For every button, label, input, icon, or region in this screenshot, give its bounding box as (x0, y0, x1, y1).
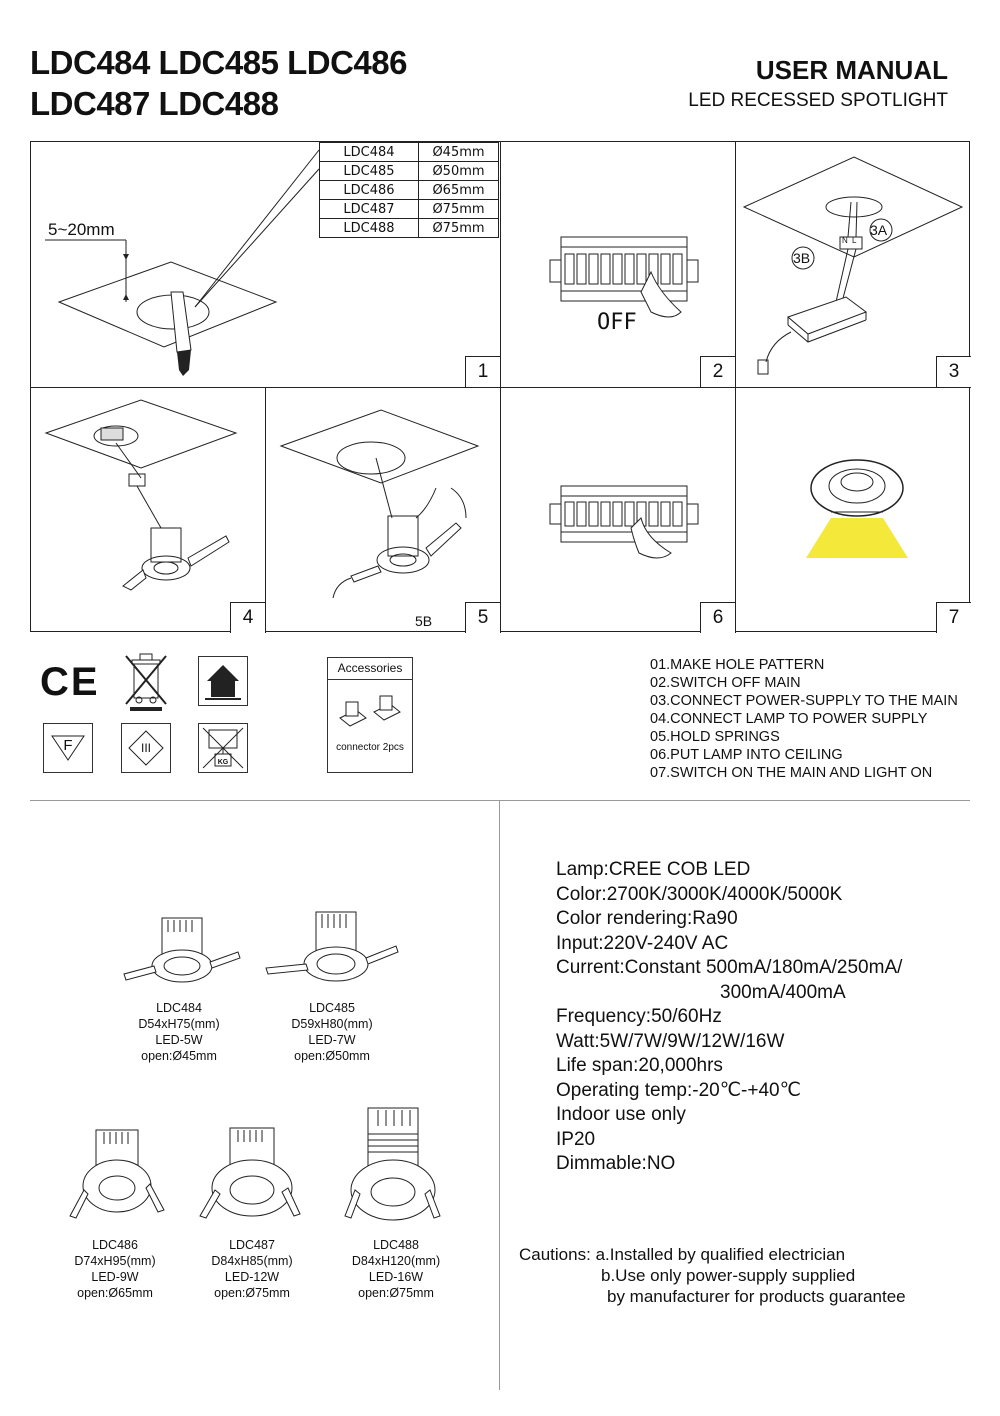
spec-current: Current:Constant 500mA/180mA/250mA/ (556, 957, 903, 978)
hole-cutting-illustration (45, 149, 320, 376)
spec-input: Input:220V-240V AC (556, 932, 729, 954)
power-supply-wiring-illustration (742, 156, 964, 375)
list-item: 01.MAKE HOLE PATTERN (650, 657, 825, 673)
spec-color: Color:2700K/3000K/4000K/5000K (556, 883, 843, 905)
panel-7-light-on: 7 (736, 388, 971, 633)
product-ldc484: LDC484 D54xH75(mm) LED-5W open:Ø45mm (138, 1001, 220, 1063)
panel-2-switch-off: OFF 2 (501, 142, 736, 388)
caution-a: a.Installed by qualified electrician (595, 1245, 846, 1264)
list-item: 04.CONNECT LAMP TO POWER SUPPLY (650, 711, 928, 727)
installation-steps-list: 01.MAKE HOLE PATTERN 02.SWITCH OFF MAIN … (650, 656, 958, 782)
lamp-drawings-bottom-row (69, 1107, 441, 1221)
list-item: 07.SWITCH ON THE MAIN AND LIGHT ON (650, 765, 933, 781)
spec-indoor: Indoor use only (556, 1104, 686, 1125)
spec-current-cont: 300mA/400mA (720, 981, 846, 1003)
connector-icon (339, 695, 401, 727)
hold-springs-illustration (279, 409, 480, 599)
indoor-use-icon (198, 656, 248, 706)
model-title: LDC484 LDC485 LDC486 LDC487 LDC488 (30, 42, 407, 124)
list-item: 05.HOLD SPRINGS (650, 729, 780, 745)
kg-label: KG (217, 758, 229, 766)
f-mark-icon: F (43, 723, 93, 773)
product-ldc488: LDC488 D84xH120(mm) LED-16W open:Ø75mm (351, 1238, 441, 1300)
column-divider (499, 800, 500, 1390)
model-title-line1: LDC484 LDC485 LDC486 (30, 44, 407, 81)
list-item: 03.CONNECT POWER-SUPPLY TO THE MAIN (650, 693, 958, 709)
panel-4-connect-lamp: 4 (31, 388, 266, 633)
label-5b: 5B (415, 613, 433, 629)
list-item: 06.PUT LAMP INTO CEILING (650, 747, 843, 763)
step-number: 2 (700, 356, 735, 387)
step-number: 5 (465, 602, 500, 633)
step-number: 3 (936, 356, 971, 387)
neutral-label: N (842, 236, 848, 245)
section-divider (30, 800, 970, 801)
ceiling-thickness-label: 5~20mm (48, 220, 115, 239)
spec-frequency: Frequency:50/60Hz (556, 1006, 722, 1027)
lamp-light-on-illustration (806, 459, 908, 558)
class-iii-icon: III (121, 723, 171, 773)
spec-operating-temp: Operating temp:-20℃-+40℃ (556, 1079, 801, 1101)
step-number: 4 (230, 602, 265, 633)
accessories-item: connector 2pcs (336, 742, 404, 753)
ce-mark-icon: CE (40, 660, 100, 704)
spec-watt: Watt:5W/7W/9W/12W/16W (556, 1030, 785, 1052)
product-ldc485: LDC485 D59xH80(mm) LED-7W open:Ø50mm (291, 1001, 373, 1063)
label-3b: 3B (793, 250, 811, 266)
specifications-list: Lamp:CREE COB LED Color:2700K/3000K/4000… (556, 858, 902, 1177)
off-label: OFF (597, 310, 637, 335)
product-subtitle: LED RECESSED SPOTLIGHT (688, 90, 948, 111)
step-number: 6 (700, 602, 735, 633)
list-item: 02.SWITCH OFF MAIN (650, 675, 801, 691)
label-3a: 3A (870, 222, 888, 238)
lamp-drawings-top-row (123, 911, 399, 983)
product-ldc487: LDC487 D84xH85(mm) LED-12W open:Ø75mm (211, 1238, 293, 1300)
caution-b1: b.Use only power-supply supplied (601, 1266, 856, 1285)
accessories-box: Accessories connector 2pcs (327, 657, 413, 773)
caution-b2: by manufacturer for products guarantee (607, 1287, 906, 1306)
f-mark-letter: F (63, 736, 73, 754)
live-label: L (852, 236, 857, 245)
cautions-block: Cautions: a.Installed by qualified elect… (519, 1244, 906, 1307)
no-weight-icon: KG (198, 723, 248, 773)
model-title-line2: LDC487 LDC488 (30, 85, 279, 122)
panel-3-connect-power: 3A 3B N L 3 (736, 142, 971, 388)
breaker-panel-on-illustration (549, 485, 699, 559)
breaker-panel-off-illustration (549, 236, 699, 318)
spec-color-rendering: Color rendering:Ra90 (556, 908, 738, 929)
step-number: 7 (936, 602, 971, 633)
class-iii-numeral: III (140, 741, 151, 755)
step-number: 1 (465, 356, 500, 387)
cautions-label: Cautions: (519, 1245, 591, 1264)
spec-life-span: Life span:20,000hrs (556, 1055, 723, 1076)
product-ldc486: LDC486 D74xH95(mm) LED-9W open:Ø65mm (74, 1238, 156, 1300)
user-manual-heading: USER MANUAL (755, 55, 948, 85)
spec-dimmable: Dimmable:NO (556, 1153, 676, 1174)
panel-6-install-lamp: ON 6 (501, 388, 736, 633)
spec-lamp: Lamp:CREE COB LED (556, 859, 751, 880)
accessories-title: Accessories (328, 658, 412, 680)
panel-5-hold-springs: 5B 5A 5 (266, 388, 501, 633)
weee-bin-icon (125, 653, 167, 711)
spec-ip-rating: IP20 (556, 1128, 596, 1150)
lamp-connection-illustration (44, 399, 238, 591)
